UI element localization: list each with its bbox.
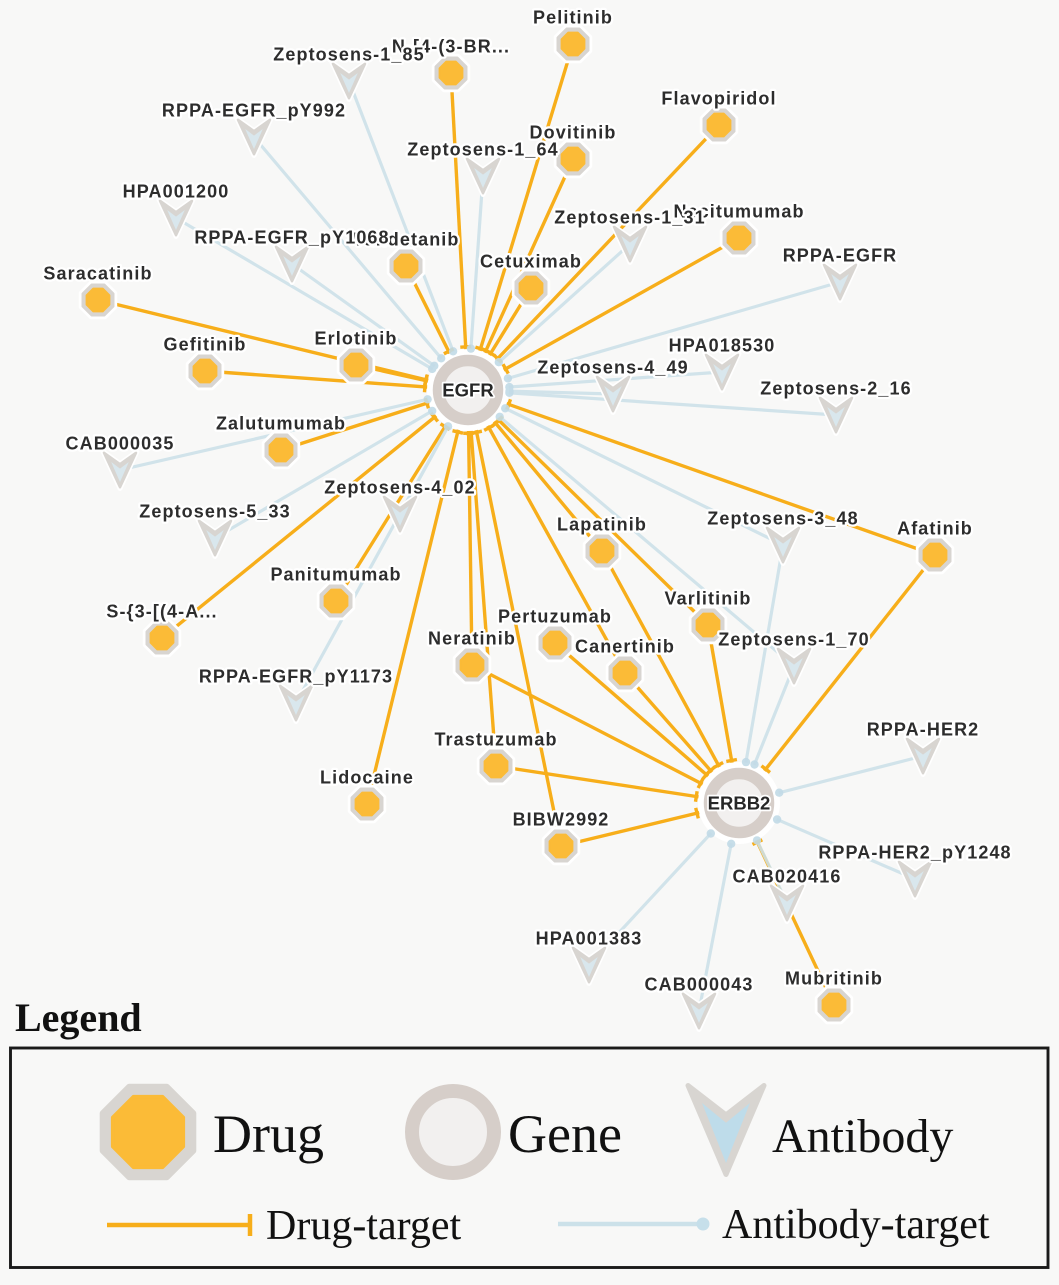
- svg-text:Pertuzumab: Pertuzumab: [498, 607, 612, 627]
- svg-text:RPPA-EGFR: RPPA-EGFR: [783, 246, 898, 266]
- svg-text:Zeptosens-1_64: Zeptosens-1_64: [407, 140, 558, 160]
- svg-text:Trastuzumab: Trastuzumab: [434, 730, 557, 750]
- svg-text:CAB020416: CAB020416: [733, 867, 842, 887]
- svg-text:Zeptosens-1_70: Zeptosens-1_70: [718, 630, 869, 650]
- svg-text:RPPA-EGFR_pY1173: RPPA-EGFR_pY1173: [199, 667, 393, 687]
- svg-text:Gefitinib: Gefitinib: [164, 335, 247, 355]
- svg-text:Gene: Gene: [508, 1104, 622, 1164]
- svg-text:CAB000035: CAB000035: [66, 434, 175, 454]
- svg-text:Canertinib: Canertinib: [575, 637, 675, 657]
- svg-text:Zeptosens-2_16: Zeptosens-2_16: [760, 379, 911, 399]
- svg-text:RPPA-HER2_pY1248: RPPA-HER2_pY1248: [818, 843, 1011, 863]
- svg-text:Zeptosens-4_49: Zeptosens-4_49: [537, 358, 688, 378]
- svg-text:RPPA-EGFR_pY1068: RPPA-EGFR_pY1068: [194, 228, 389, 248]
- svg-text:HPA001200: HPA001200: [123, 182, 230, 202]
- svg-text:HPA018530: HPA018530: [669, 336, 776, 356]
- svg-text:Neratinib: Neratinib: [428, 629, 516, 649]
- svg-text:Zeptosens-1_31: Zeptosens-1_31: [554, 208, 705, 228]
- svg-text:HPA001383: HPA001383: [536, 929, 643, 949]
- svg-text:Antibody: Antibody: [772, 1110, 953, 1163]
- svg-text:RPPA-HER2: RPPA-HER2: [867, 720, 980, 740]
- svg-text:ERBB2: ERBB2: [708, 793, 771, 814]
- svg-text:Pelitinib: Pelitinib: [533, 8, 613, 28]
- svg-text:CAB000043: CAB000043: [645, 975, 754, 995]
- svg-text:EGFR: EGFR: [442, 380, 493, 401]
- svg-text:Zeptosens-5_33: Zeptosens-5_33: [139, 502, 290, 522]
- svg-text:Cetuximab: Cetuximab: [480, 252, 582, 272]
- svg-text:Flavopiridol: Flavopiridol: [661, 89, 776, 109]
- svg-text:Mubritinib: Mubritinib: [785, 969, 883, 989]
- svg-text:Erlotinib: Erlotinib: [315, 329, 398, 349]
- svg-text:Afatinib: Afatinib: [897, 519, 973, 539]
- svg-text:BIBW2992: BIBW2992: [513, 810, 610, 830]
- svg-text:Saracatinib: Saracatinib: [43, 264, 152, 284]
- svg-text:Lapatinib: Lapatinib: [557, 515, 647, 535]
- svg-text:Drug-target: Drug-target: [266, 1203, 461, 1249]
- svg-text:Panitumumab: Panitumumab: [270, 565, 401, 585]
- svg-text:Zeptosens-4_02: Zeptosens-4_02: [324, 478, 475, 498]
- svg-text:Zalutumumab: Zalutumumab: [216, 414, 346, 434]
- svg-text:Zeptosens-1_85: Zeptosens-1_85: [273, 45, 424, 65]
- svg-text:Drug: Drug: [213, 1104, 324, 1164]
- svg-text:RPPA-EGFR_pY992: RPPA-EGFR_pY992: [162, 101, 346, 121]
- svg-text:S-{3-[(4-A...: S-{3-[(4-A...: [106, 602, 217, 622]
- svg-text:Zeptosens-3_48: Zeptosens-3_48: [707, 509, 858, 529]
- svg-text:Varlitinib: Varlitinib: [664, 589, 751, 609]
- svg-text:Lidocaine: Lidocaine: [320, 768, 414, 788]
- svg-text:Antibody-target: Antibody-target: [722, 1202, 990, 1248]
- svg-text:Legend: Legend: [15, 995, 142, 1040]
